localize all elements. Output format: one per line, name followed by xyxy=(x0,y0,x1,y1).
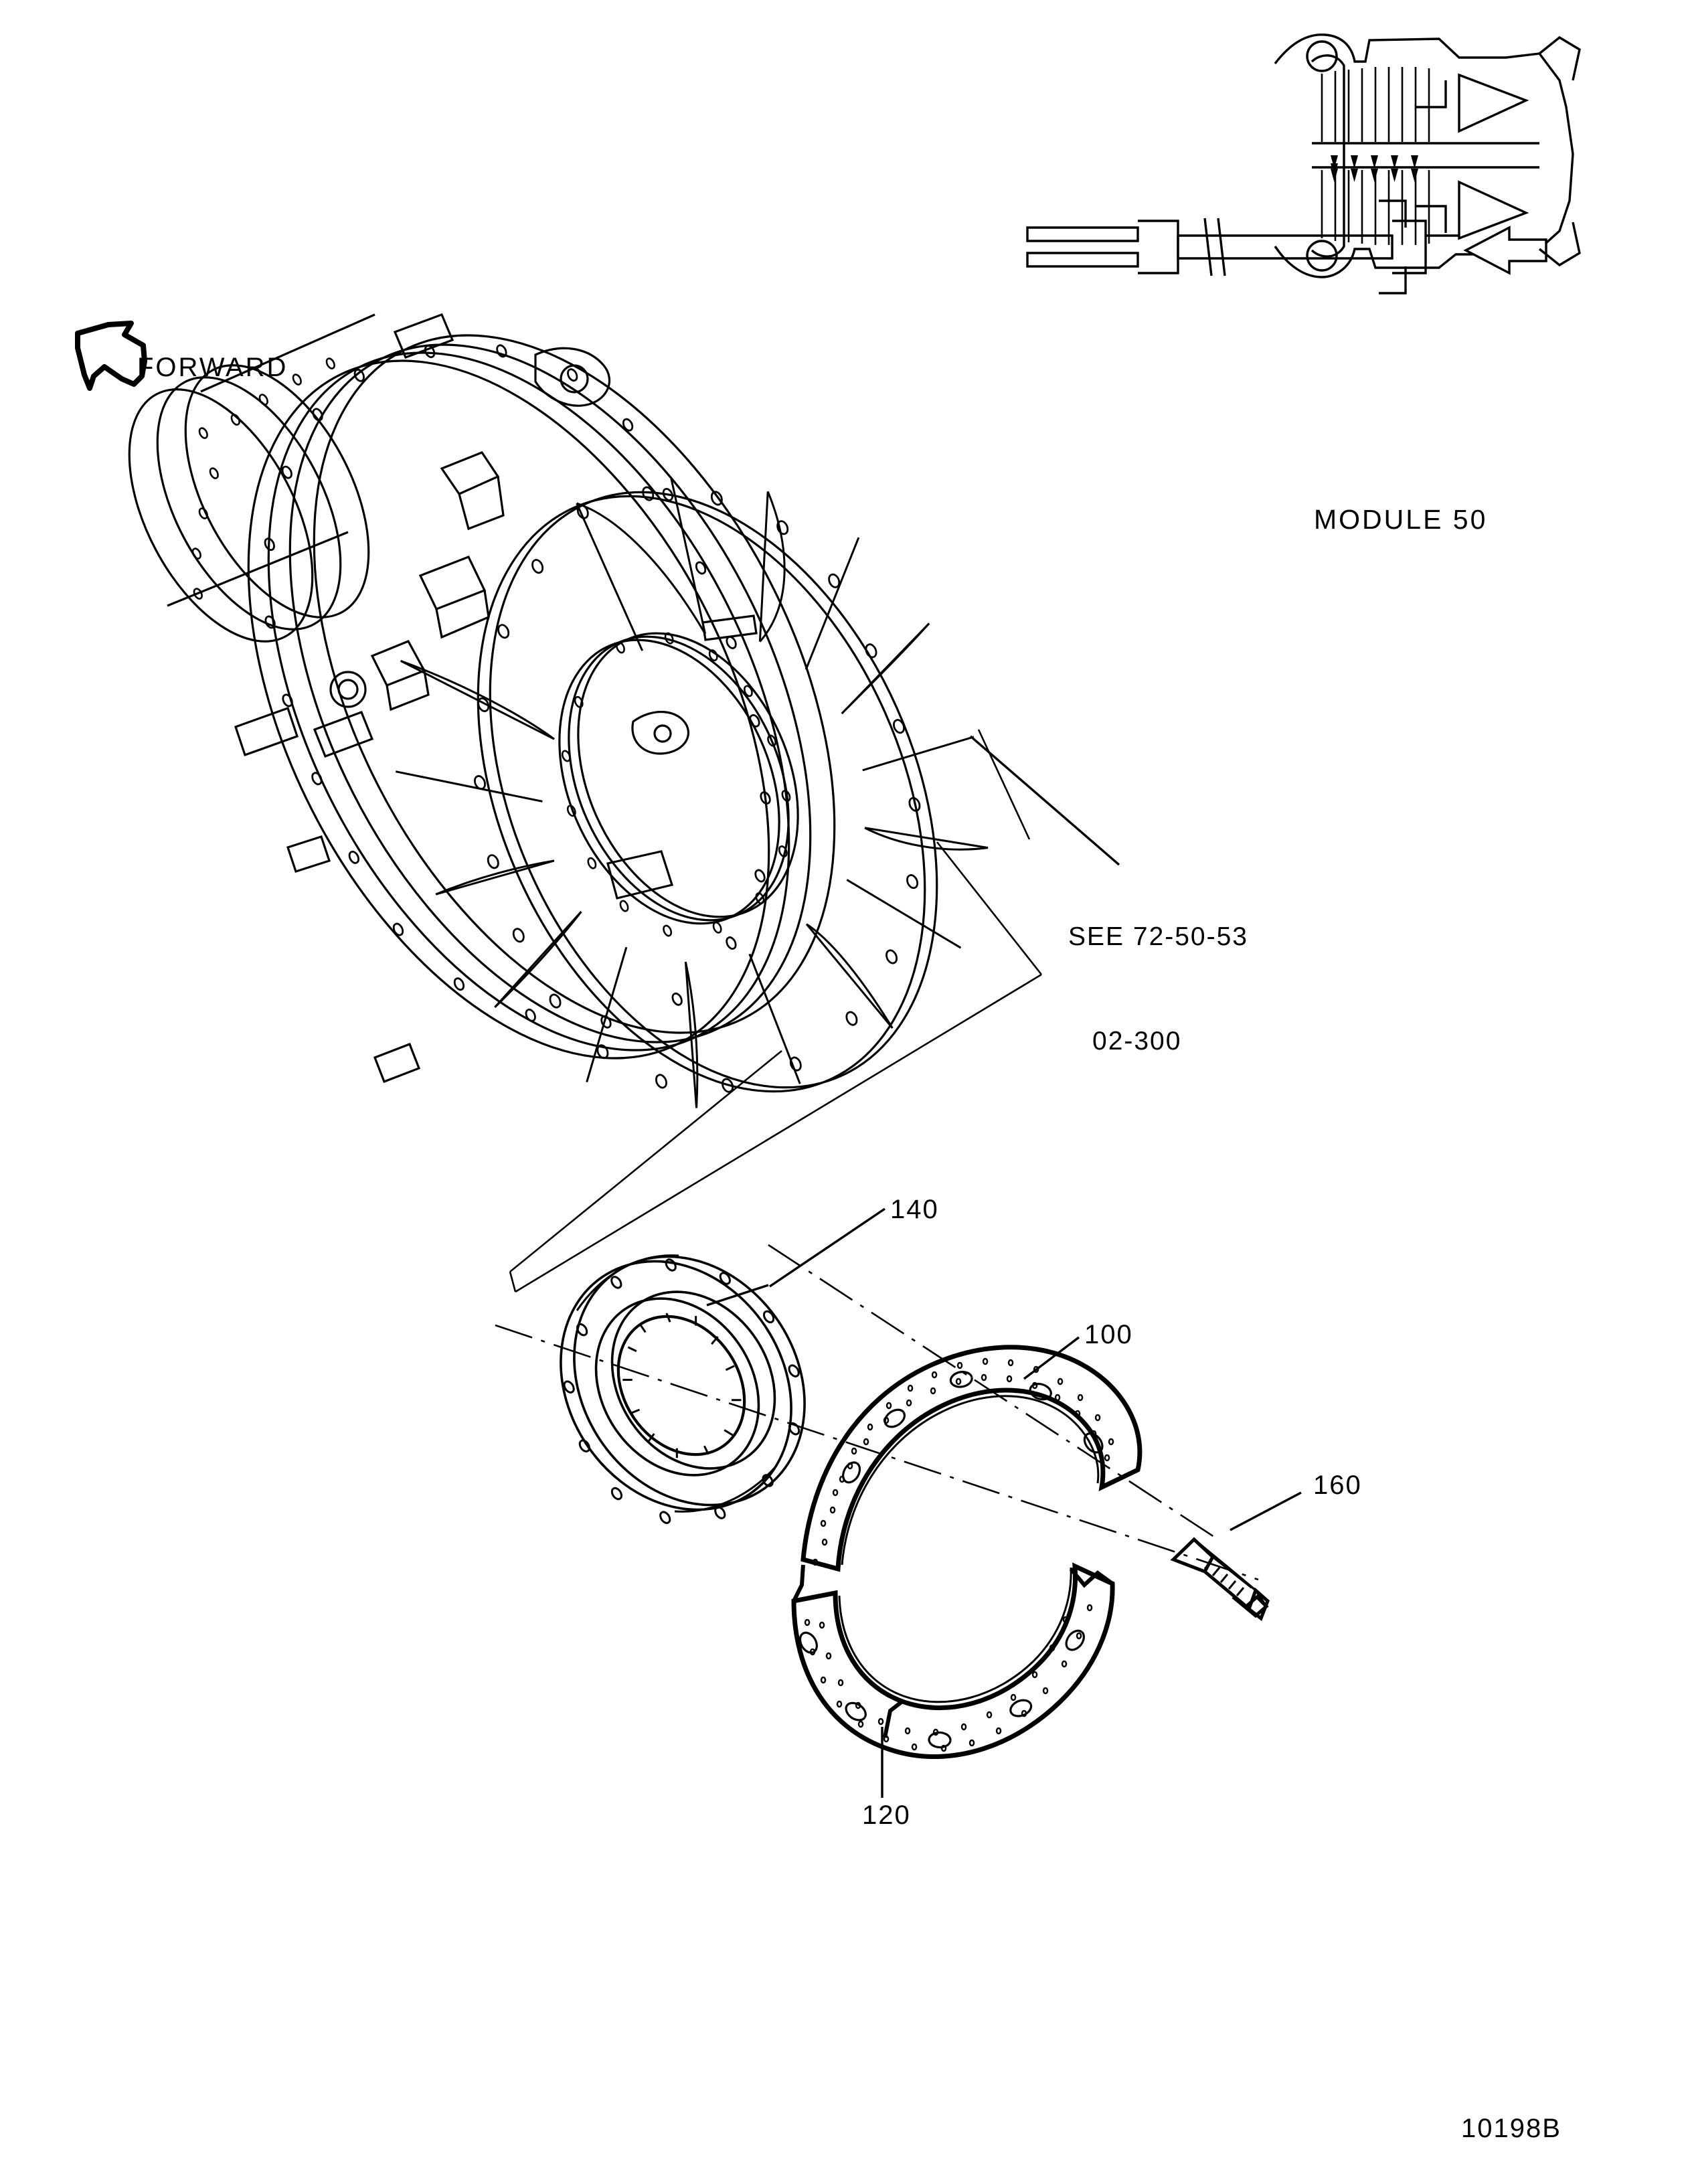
part-100-120-split-seal-ring xyxy=(791,1345,1143,1759)
see-reference-note: SEE 72-50-53 02-300 xyxy=(1068,850,1248,1128)
see-reference-line-2: 02-300 xyxy=(1092,1027,1182,1056)
callout-140: 140 xyxy=(890,1195,939,1224)
figure-number: 10198B xyxy=(1461,2114,1562,2143)
callout-120: 120 xyxy=(862,1800,911,1830)
module-50-label: MODULE 50 xyxy=(1314,504,1488,535)
forward-label: FORWARD xyxy=(137,353,288,382)
turbine-strut-frame xyxy=(395,479,989,1108)
part-160-bolt xyxy=(1170,1537,1270,1622)
see-reference-line-1: SEE 72-50-53 xyxy=(1068,922,1248,951)
forward-arrow-icon xyxy=(75,321,147,391)
module-50-inset xyxy=(1026,33,1581,295)
callout-100: 100 xyxy=(1084,1320,1133,1349)
part-140-flanged-ring xyxy=(560,1254,806,1524)
forward-duct-stub xyxy=(128,313,375,643)
ring-stipple-texture xyxy=(804,1357,1114,1752)
split-ring-upper-half xyxy=(800,1345,1143,1572)
outer-flange-ring xyxy=(247,334,836,1060)
callout-160: 160 xyxy=(1313,1471,1362,1500)
turbine-exhaust-case-assembly xyxy=(128,313,989,1108)
case-mounting-bosses xyxy=(234,313,611,1084)
callout-leaders xyxy=(706,735,1302,1798)
